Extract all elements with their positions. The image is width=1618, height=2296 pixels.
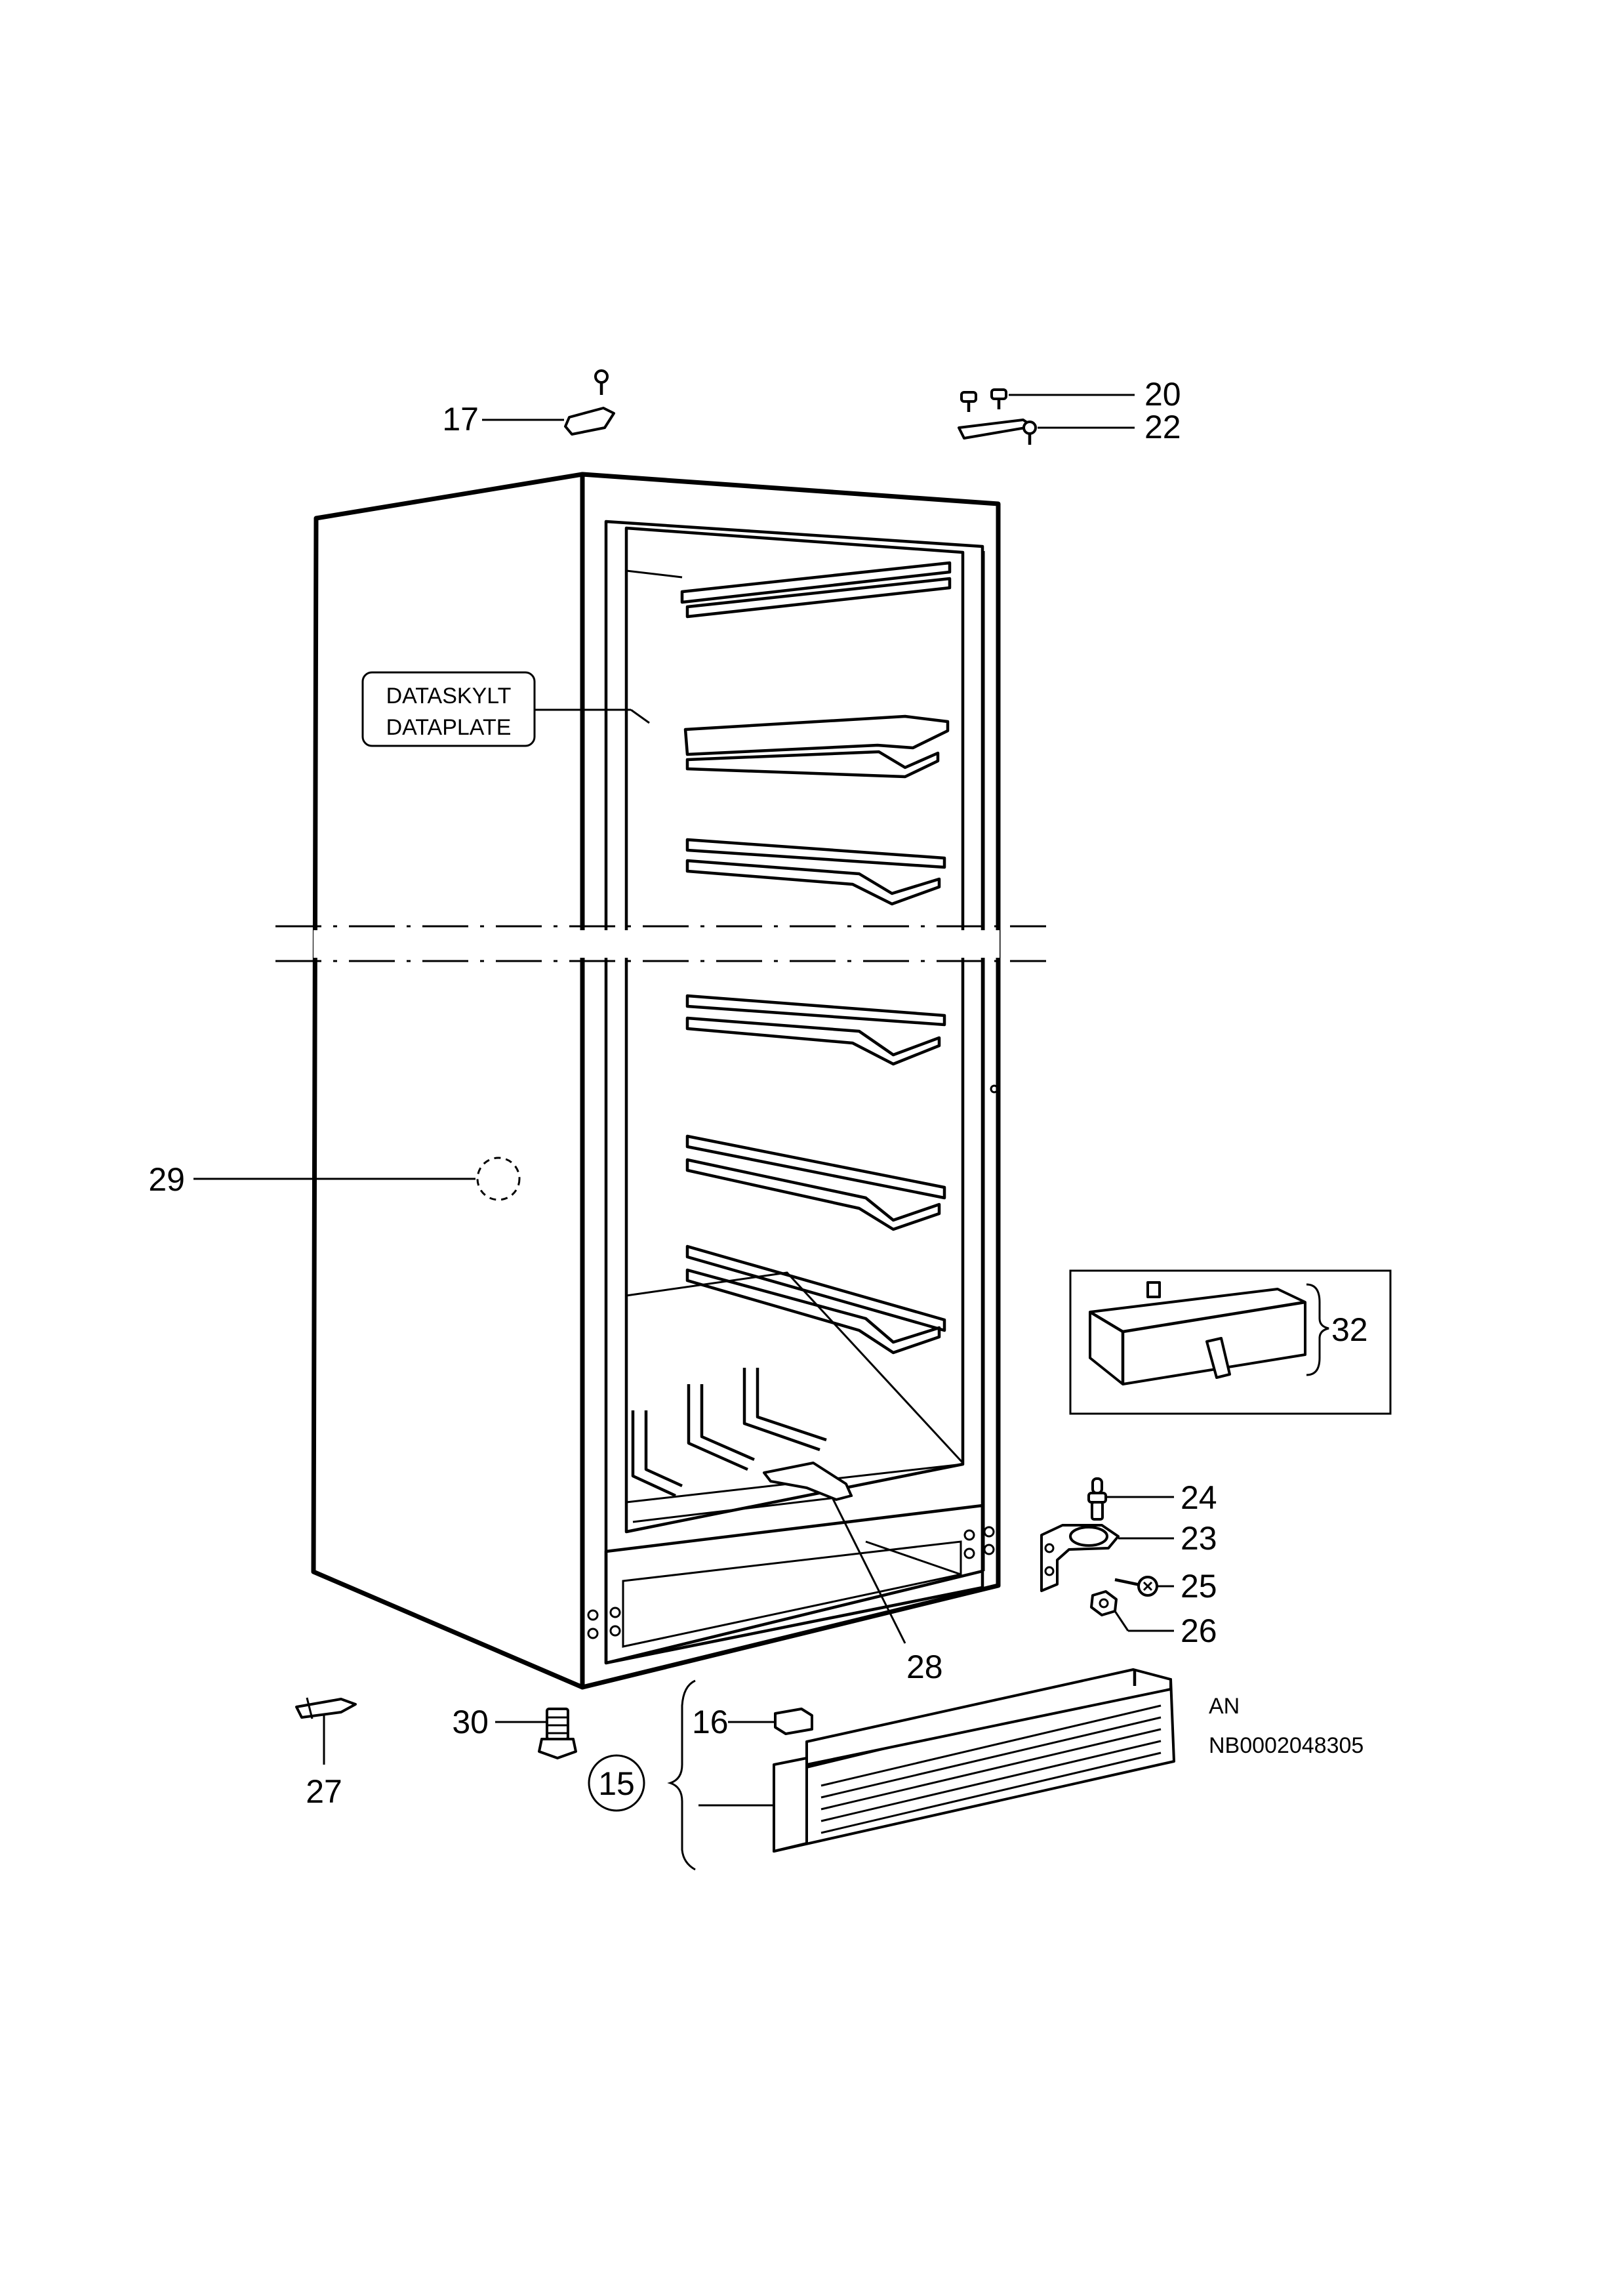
part-17-hinge-cover: 17 bbox=[442, 369, 615, 438]
label-30: 30 bbox=[452, 1704, 489, 1740]
label-20: 20 bbox=[1144, 376, 1181, 413]
refrigerator-cabinet bbox=[275, 472, 1046, 1690]
label-24: 24 bbox=[1181, 1479, 1217, 1516]
label-29: 29 bbox=[148, 1161, 185, 1198]
part-27-clip: 27 bbox=[295, 1697, 357, 1810]
label-22: 22 bbox=[1144, 409, 1181, 445]
dataplate-line1: DATASKYLT bbox=[386, 684, 512, 708]
dataplate-line2: DATAPLATE bbox=[386, 715, 512, 740]
label-28: 28 bbox=[906, 1649, 943, 1685]
footer-code-number: NB0002048305 bbox=[1209, 1733, 1364, 1758]
part-32-box: 32 bbox=[1069, 1269, 1392, 1415]
floor-coils bbox=[626, 1368, 963, 1523]
label-26: 26 bbox=[1181, 1612, 1217, 1649]
label-15: 15 bbox=[598, 1765, 635, 1802]
dataplate-label: DATASKYLT DATAPLATE bbox=[361, 671, 650, 747]
label-25: 25 bbox=[1181, 1568, 1217, 1605]
label-27: 27 bbox=[306, 1773, 342, 1810]
part-30-foot: 30 bbox=[452, 1704, 577, 1759]
label-32: 32 bbox=[1331, 1311, 1368, 1348]
shelf-rails bbox=[680, 561, 952, 1355]
label-16: 16 bbox=[692, 1704, 729, 1740]
footer-code-an: AN bbox=[1209, 1694, 1240, 1719]
part-29-callout: 29 bbox=[148, 1161, 475, 1198]
part-28-callout: 28 bbox=[763, 1462, 943, 1685]
part-20-22-top-hinge: 20 22 bbox=[958, 376, 1181, 445]
part-15-16-plinth: 15 16 bbox=[588, 1668, 1175, 1871]
frame-holes bbox=[587, 1084, 999, 1639]
bottom-compartment bbox=[604, 1504, 984, 1665]
label-23: 23 bbox=[1181, 1520, 1217, 1557]
parts-23-26-bottom-hinge: 24 23 25 26 bbox=[1040, 1477, 1217, 1649]
label-17: 17 bbox=[442, 401, 479, 438]
part-29-marker bbox=[476, 1157, 521, 1201]
